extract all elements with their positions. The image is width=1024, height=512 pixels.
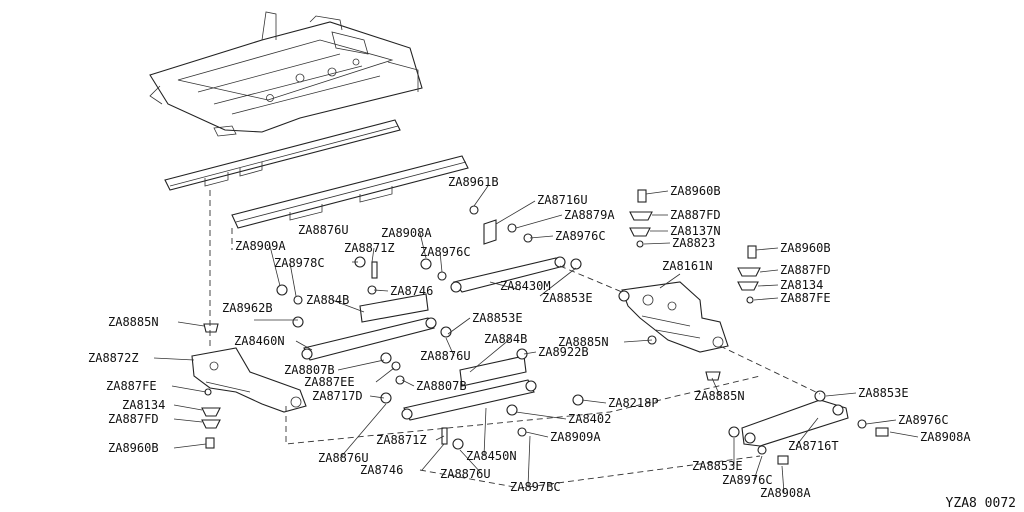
part-label: ZA8960B	[780, 241, 831, 255]
part-label: ZA8962B	[222, 301, 273, 315]
link-arms	[301, 256, 849, 447]
part-label: ZA8976C	[555, 229, 606, 243]
part-label: ZA8978C	[274, 256, 325, 270]
part-label: ZA8872Z	[88, 351, 139, 365]
leader-lines	[153, 185, 919, 494]
part-label: ZA8716T	[788, 439, 839, 453]
part-label: ZA8746	[360, 463, 403, 477]
part-label: ZA8716U	[537, 193, 588, 207]
part-label: ZA8871Z	[344, 241, 395, 255]
part-label: ZA887FE	[780, 291, 831, 305]
part-label: ZA8876U	[440, 467, 491, 481]
part-label: ZA8960B	[670, 184, 721, 198]
part-label: ZA8460N	[234, 334, 285, 348]
hinge-bracket-left	[191, 347, 307, 413]
part-label: ZA887FD	[780, 263, 831, 277]
part-label: ZA8976C	[722, 473, 773, 487]
part-label: ZA897BC	[510, 480, 561, 494]
part-label: ZA8807B	[416, 379, 467, 393]
part-label: ZA8871Z	[376, 433, 427, 447]
part-label: ZA8134	[122, 398, 165, 412]
part-label: ZA8853E	[692, 459, 743, 473]
part-label: ZA8218P	[608, 396, 659, 410]
part-label: ZA8908A	[920, 430, 971, 444]
part-label: ZA8885N	[558, 335, 609, 349]
part-label: ZA8922B	[538, 345, 589, 359]
part-label: ZA8876U	[298, 223, 349, 237]
part-label: ZA8909A	[550, 430, 601, 444]
part-label: ZA8976C	[898, 413, 949, 427]
hinge-bracket-right	[621, 281, 729, 353]
part-label: ZA8746	[390, 284, 433, 298]
part-label: ZA8161N	[662, 259, 713, 273]
part-label: ZA8402	[568, 412, 611, 426]
part-label: ZA8823	[672, 236, 715, 250]
part-label: ZA8960B	[108, 441, 159, 455]
part-label: ZA8137N	[670, 224, 721, 238]
part-label: ZA8908A	[381, 226, 432, 240]
part-label: ZA884B	[484, 332, 527, 346]
part-label: ZA8853E	[472, 311, 523, 325]
part-label: ZA8717D	[312, 389, 363, 403]
part-label: ZA887FE	[106, 379, 157, 393]
figure-code: YZA8 0072	[946, 496, 1016, 511]
part-label: ZA884B	[306, 293, 349, 307]
part-labels: ZA8961B ZA8716U ZA8960B ZA8879A ZA887FD …	[88, 175, 971, 500]
part-label: ZA8853E	[542, 291, 593, 305]
part-label: ZA8450N	[466, 449, 517, 463]
part-label: ZA8879A	[564, 208, 615, 222]
part-label: ZA8885N	[108, 315, 159, 329]
part-label: ZA8885N	[694, 389, 745, 403]
part-label: ZA8909A	[235, 239, 286, 253]
part-label: ZA887FD	[670, 208, 721, 222]
part-label: ZA8976C	[420, 245, 471, 259]
part-label: ZA8134	[780, 278, 823, 292]
part-label: ZA8853E	[858, 386, 909, 400]
part-label: ZA8908A	[760, 486, 811, 500]
fasteners	[201, 189, 889, 465]
part-label: ZA887FD	[108, 412, 159, 426]
lower-seat-rail	[231, 155, 469, 229]
part-label: ZA8876U	[420, 349, 471, 363]
upper-seat-rail	[164, 119, 401, 191]
part-label: ZA887EE	[304, 375, 355, 389]
part-label: ZA8876U	[318, 451, 369, 465]
part-label: ZA8807B	[284, 363, 335, 377]
seat-frame	[149, 11, 423, 137]
part-label: ZA8961B	[448, 175, 499, 189]
part-label: ZA8430M	[500, 279, 551, 293]
assembly-lines	[209, 190, 821, 489]
